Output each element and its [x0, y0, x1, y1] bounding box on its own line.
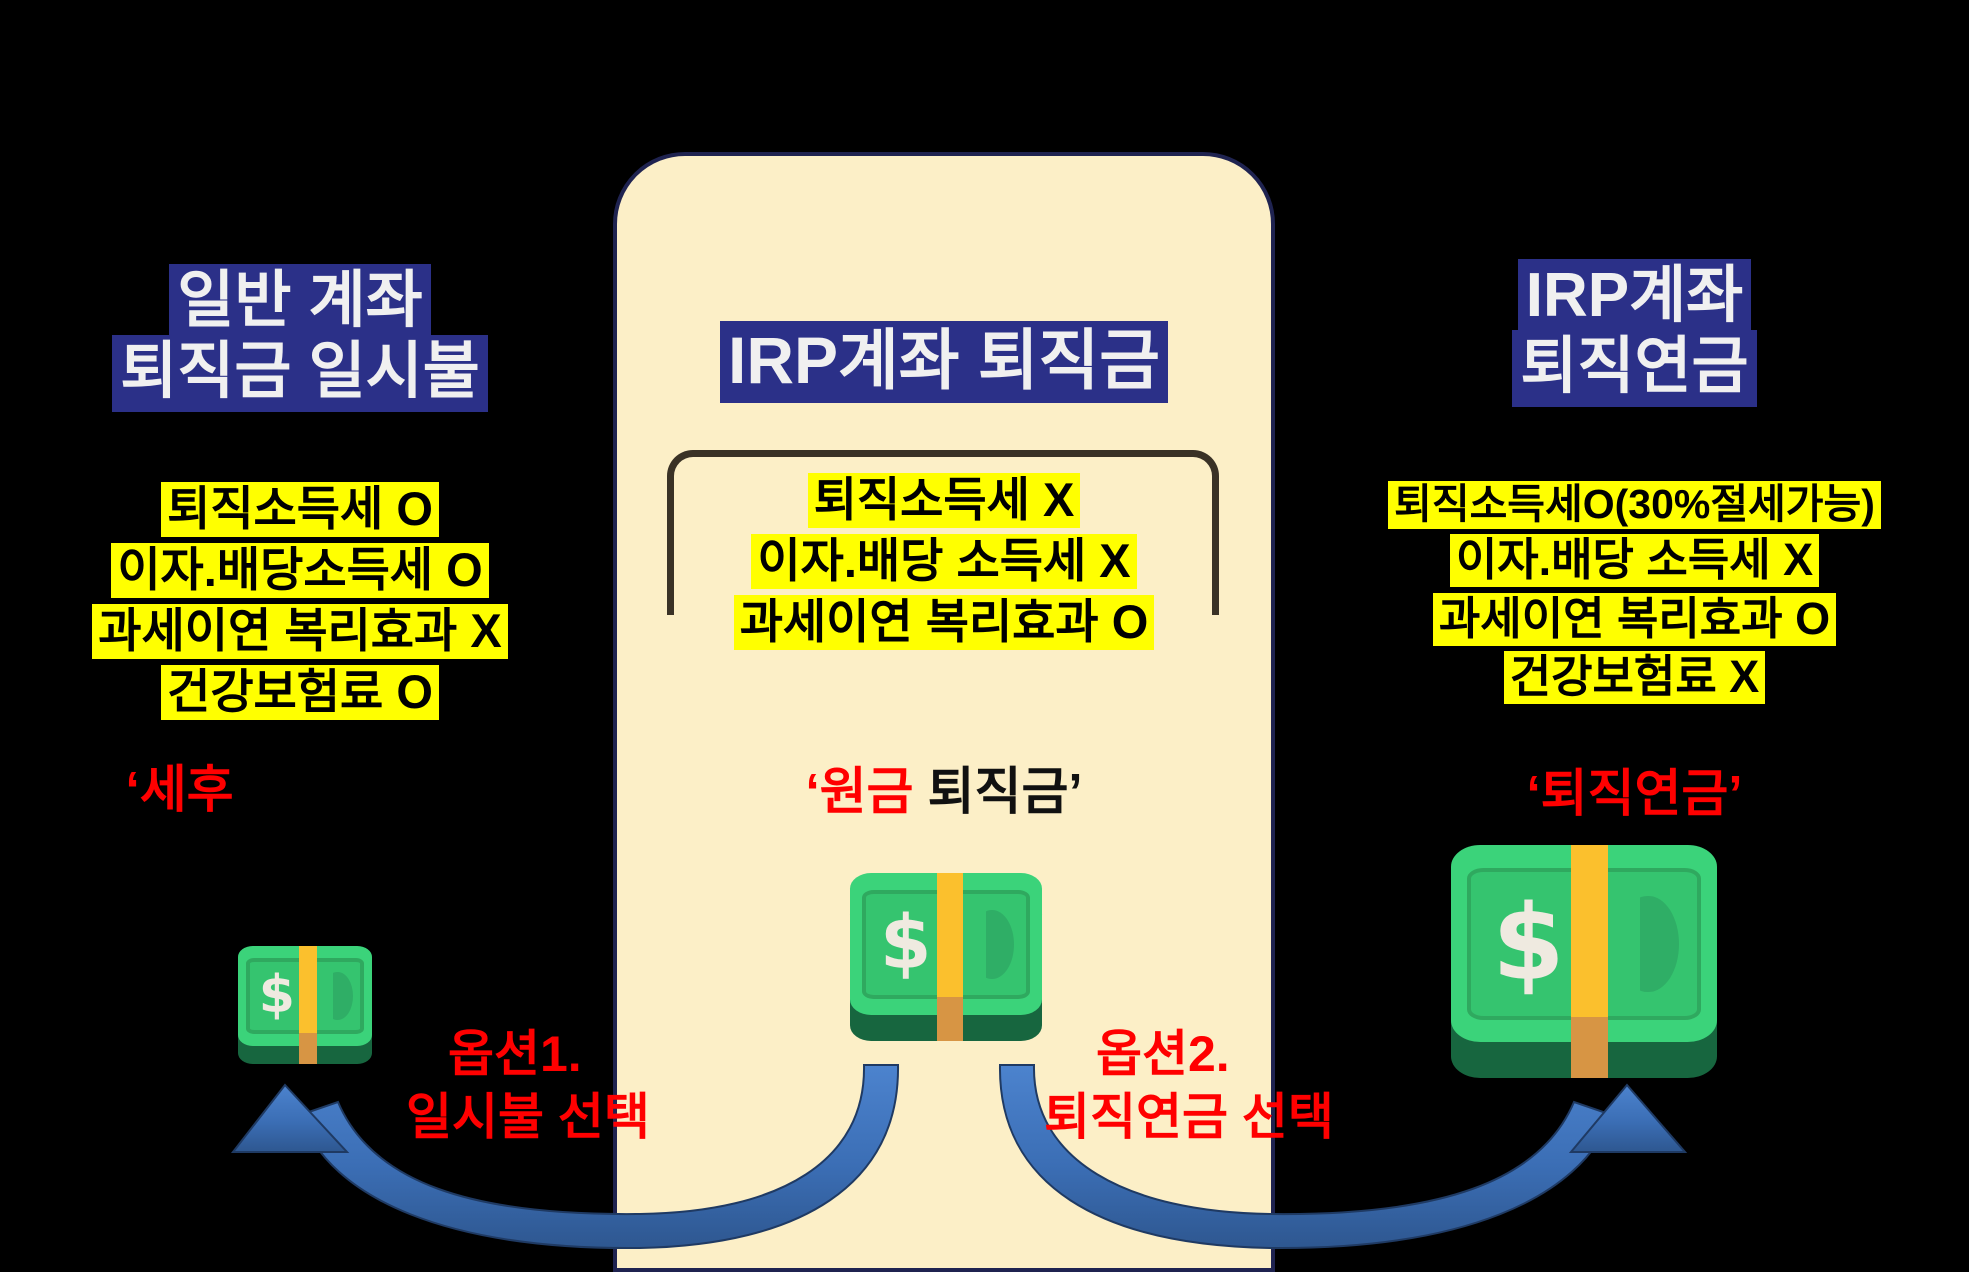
right-fact-row: 과세이연 복리효과 O: [1300, 590, 1969, 649]
curved-arrow-right-icon: [998, 1064, 1688, 1250]
right-fact-1: 이자.배당 소득세 X: [1449, 534, 1820, 588]
bracket-decoration: [667, 450, 1219, 615]
right-column-facts: 퇴직소득세O(30%절세가능) 이자.배당 소득세 X 과세이연 복리효과 O …: [1300, 478, 1969, 707]
left-fact-row: 과세이연 복리효과 X: [0, 600, 600, 661]
right-title-line-2: 퇴직연금: [1512, 330, 1757, 407]
right-fact-2: 과세이연 복리효과 O: [1432, 592, 1837, 646]
left-quote-black: ’: [233, 761, 475, 818]
left-title-line-1: 일반 계좌: [169, 264, 431, 341]
right-fact-row: 건강보험료 X: [1300, 648, 1969, 707]
center-card-quote: ‘원금 퇴직금’: [613, 750, 1275, 824]
center-fact-row: 이자.배당 소득세 X: [613, 530, 1275, 591]
center-card-facts: 퇴직소득세 X 이자.배당 소득세 X 과세이연 복리효과 O: [613, 469, 1275, 652]
right-column-quote: ‘퇴직연금’: [1526, 765, 1743, 822]
right-fact-row: 이자.배당 소득세 X: [1300, 531, 1969, 590]
right-fact-3: 건강보험료 X: [1503, 651, 1766, 705]
left-fact-0: 퇴직소득세 O: [161, 482, 439, 537]
left-column-quote: ‘세후 ’: [0, 748, 600, 822]
right-fact-row: 퇴직소득세O(30%절세가능): [1300, 478, 1969, 531]
center-card-title: IRP계좌 퇴직금: [613, 321, 1275, 403]
left-fact-2: 과세이연 복리효과 X: [92, 604, 508, 660]
center-fact-0: 퇴직소득세 X: [807, 473, 1081, 528]
right-fact-0: 퇴직소득세O(30%절세가능): [1388, 481, 1881, 529]
left-quote-red: ‘세후: [125, 761, 234, 818]
center-fact-1: 이자.배당 소득세 X: [751, 534, 1137, 590]
left-column-facts: 퇴직소득세 O 이자.배당소득세 O 과세이연 복리효과 X 건강보험료 O: [0, 478, 600, 722]
money-banknote-icon: [1445, 835, 1723, 1088]
right-column-title: IRP계좌 퇴직연금: [1300, 259, 1969, 407]
option-1-line-2: 일시불 선택: [406, 1088, 650, 1145]
left-title-line-2: 퇴직금 일시불: [112, 335, 488, 412]
center-fact-row: 퇴직소득세 X: [613, 469, 1275, 530]
center-fact-row: 과세이연 복리효과 O: [613, 591, 1275, 652]
money-banknote-icon: [846, 866, 1046, 1048]
left-fact-3: 건강보험료 O: [161, 665, 439, 721]
left-fact-row: 퇴직소득세 O: [0, 478, 600, 539]
money-banknote-icon: [235, 941, 375, 1069]
left-fact-row: 건강보험료 O: [0, 661, 600, 722]
center-title-text: IRP계좌 퇴직금: [720, 321, 1168, 403]
center-quote-red: ‘원금: [805, 763, 914, 820]
center-quote-black: 퇴직금’: [913, 763, 1083, 820]
option-2-label: 옵션2. 퇴직연금 선택: [1044, 1023, 1334, 1148]
option-2-line-1: 옵션2.: [1096, 1026, 1230, 1082]
option-1-label: 옵션1. 일시불 선택: [406, 1023, 650, 1148]
left-column-title: 일반 계좌 퇴직금 일시불: [0, 264, 600, 412]
center-fact-2: 과세이연 복리효과 O: [733, 595, 1155, 651]
curved-arrow-left-icon: [230, 1064, 900, 1250]
option-2-line-2: 퇴직연금 선택: [1044, 1088, 1334, 1145]
left-fact-1: 이자.배당소득세 O: [111, 543, 489, 599]
left-fact-row: 이자.배당소득세 O: [0, 539, 600, 600]
option-1-line-1: 옵션1.: [448, 1026, 582, 1082]
right-title-line-1: IRP계좌: [1517, 259, 1752, 336]
